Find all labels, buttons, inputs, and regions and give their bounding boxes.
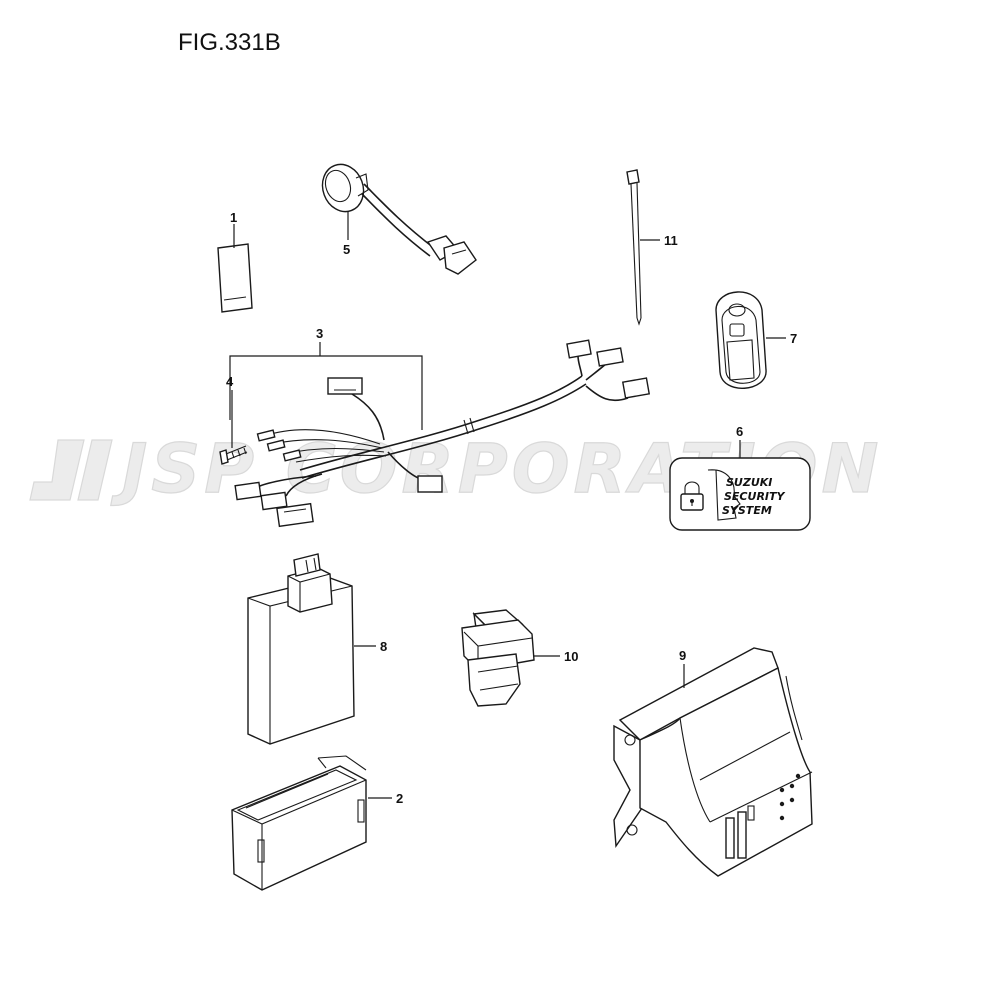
figure-title: FIG.331B: [178, 29, 281, 56]
switch-icon: [461, 609, 535, 707]
part-number-11: 11: [664, 233, 678, 248]
security-label-line1: SUZUKI: [726, 476, 772, 489]
part-7-key-fob: 7: [715, 291, 797, 389]
padlock-icon: [680, 481, 704, 511]
part-2-case: 2: [231, 755, 403, 891]
part-8-bracket: 9: [613, 647, 813, 877]
part-10-switch: 10: [461, 609, 578, 707]
cable-tie-icon: [626, 169, 642, 326]
part-3-wiring-harness: 3: [229, 326, 651, 528]
part-4-screw: 4: [219, 374, 248, 465]
antenna-icon: [321, 163, 477, 275]
part-1-label-card: 1: [217, 210, 253, 313]
screw-icon: [219, 445, 248, 465]
part-number-3: 3: [316, 326, 323, 341]
part-number-2: 2: [396, 791, 403, 806]
wiring-harness-icon: [234, 339, 651, 528]
part-number-4: 4: [226, 374, 234, 389]
watermark-logo-icon: [29, 439, 113, 501]
security-label-line2: SECURITY: [724, 490, 786, 503]
part-6-control-unit: 8: [247, 553, 387, 745]
security-label-icon: SUZUKI SECURITY SYSTEM: [669, 457, 811, 531]
part-number-6: 8: [380, 639, 387, 654]
bracket-icon: [613, 647, 813, 877]
part-number-1: 1: [230, 210, 237, 225]
part-number-5: 6: [736, 424, 743, 439]
key-fob-icon: [715, 291, 767, 389]
part-11-cable-tie: 11: [626, 169, 678, 326]
part-5-security-label: SUZUKI SECURITY SYSTEM 6: [669, 424, 811, 531]
label-card-icon: [217, 243, 253, 313]
part-number-10: 10: [564, 649, 578, 664]
part-number-7: 7: [790, 331, 797, 346]
part-9-antenna: 5: [321, 163, 477, 275]
part-number-8: 9: [679, 648, 686, 663]
control-unit-icon: [247, 553, 355, 745]
case-icon: [231, 755, 367, 891]
security-label-line3: SYSTEM: [722, 504, 772, 517]
part-number-9: 5: [343, 242, 350, 257]
